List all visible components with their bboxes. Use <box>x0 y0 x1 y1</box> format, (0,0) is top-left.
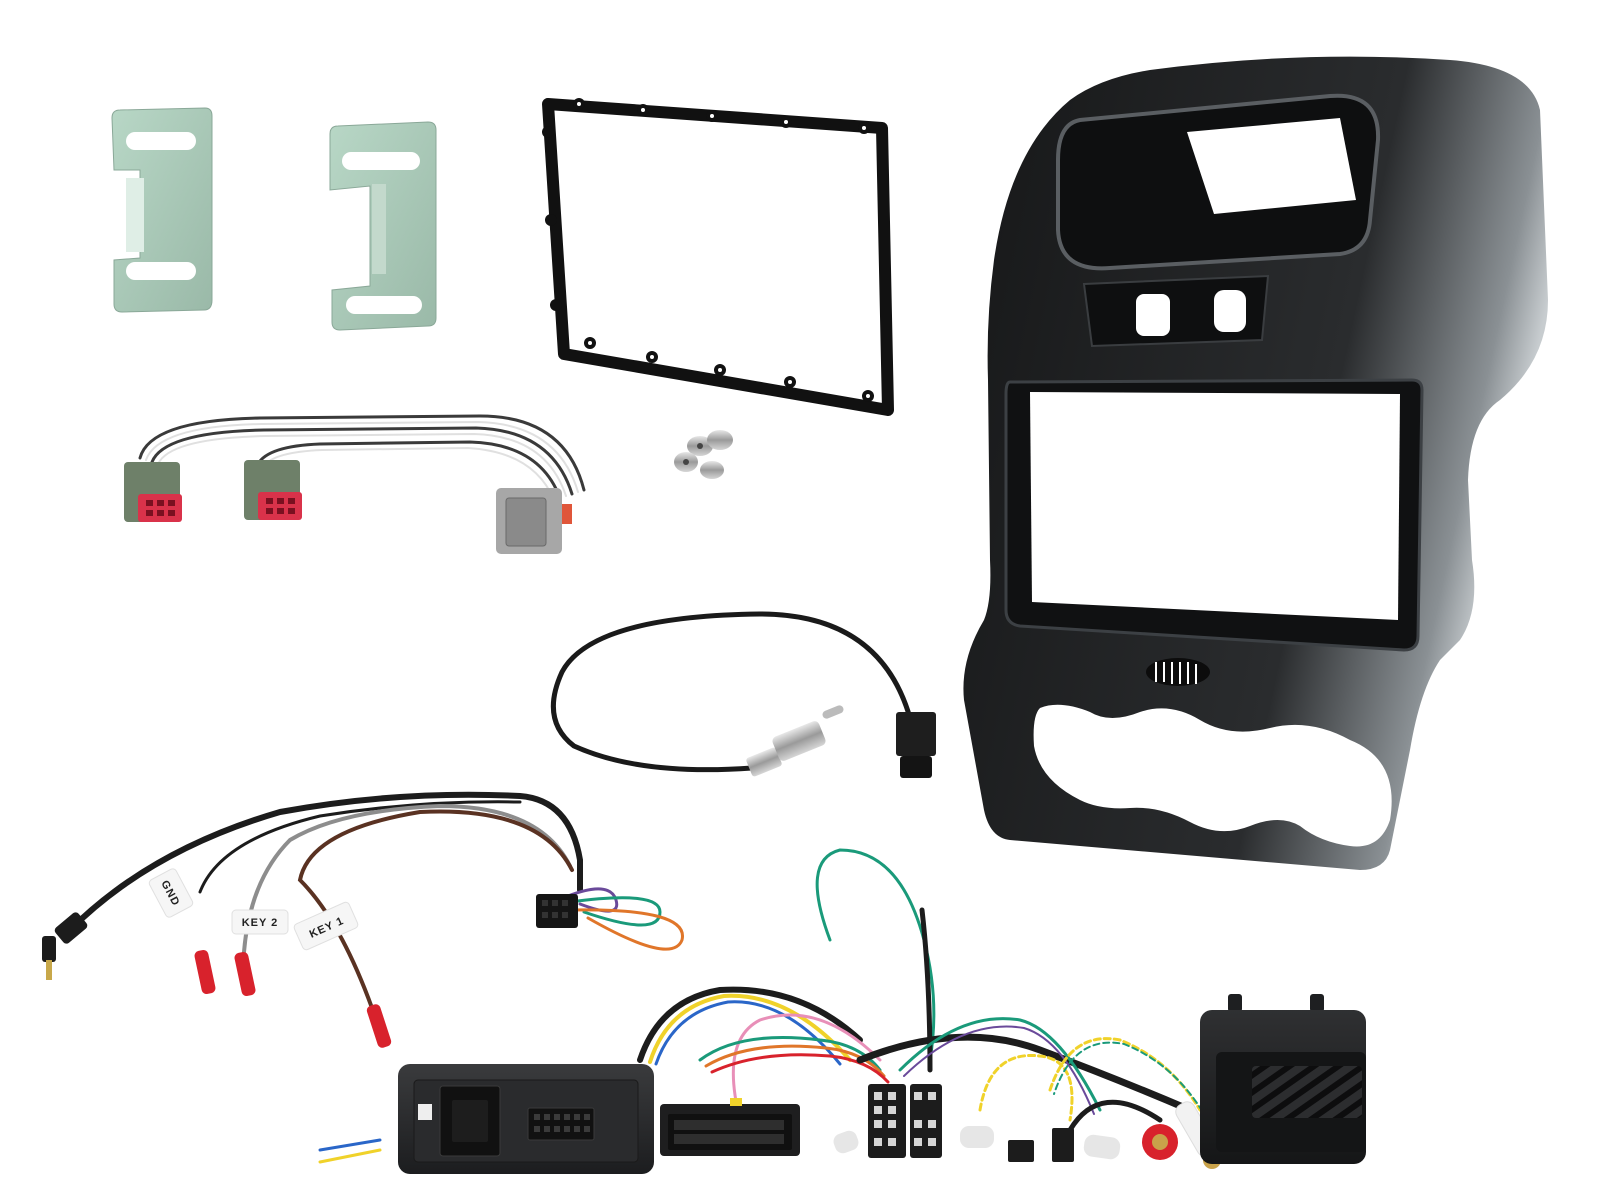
iso-connector-pair <box>868 1084 942 1158</box>
switch-hole-left <box>1136 294 1170 336</box>
bullet-connector-key2 <box>234 951 256 997</box>
speaker-adapter-harness <box>124 414 586 554</box>
steering-control-patch-lead: GND KEY 2 KEY 1 <box>42 791 684 1048</box>
climate-control-cutout <box>1033 704 1392 847</box>
speaker-connector-right <box>244 460 302 520</box>
aerial-pigtail-3 <box>1083 1134 1121 1160</box>
interface-socket-12pin <box>527 1107 595 1141</box>
mounting-screws <box>674 430 733 479</box>
label-tag-key2: KEY 2 <box>231 909 289 935</box>
small-connector-1 <box>1008 1140 1034 1162</box>
aerial-adapter-lead <box>550 611 936 778</box>
small-connector-2 <box>1052 1128 1074 1162</box>
label-tag-key1: KEY 1 <box>293 901 359 951</box>
label-key-2: KEY 2 <box>242 917 279 929</box>
speaker-connector-left <box>124 462 182 522</box>
aerial-pigtail-2 <box>960 1126 994 1148</box>
speaker-connector-vehicle <box>496 488 572 554</box>
dash-fascia-panel <box>963 56 1548 870</box>
switch-hole-right <box>1214 290 1246 332</box>
display-cutout <box>1187 118 1356 214</box>
double-din-opening <box>1030 392 1400 620</box>
amplifier-interface-box <box>1200 994 1366 1164</box>
aerial-pigtail-1 <box>833 1130 859 1154</box>
mounting-bracket-right <box>329 121 437 331</box>
bullet-connector-key1 <box>366 1004 392 1048</box>
mounting-bracket-left <box>111 107 213 313</box>
aerial-plug-din <box>746 705 844 777</box>
bullet-connector-gnd <box>194 949 216 995</box>
main-wiring-harness <box>318 848 1205 1164</box>
steering-3-5mm-jack <box>42 912 88 980</box>
vehicle-multipin-connector <box>660 1098 800 1156</box>
double-din-trim-ring <box>542 98 894 416</box>
aerial-socket-fakra <box>896 712 936 778</box>
vent-grille <box>1146 658 1210 686</box>
wire-connector-12pin <box>536 894 578 928</box>
steering-interface-box <box>398 1064 654 1174</box>
rca-plug-red <box>1142 1124 1178 1160</box>
amp-grille <box>1252 1066 1362 1118</box>
label-tag-gnd: GND <box>148 868 194 918</box>
